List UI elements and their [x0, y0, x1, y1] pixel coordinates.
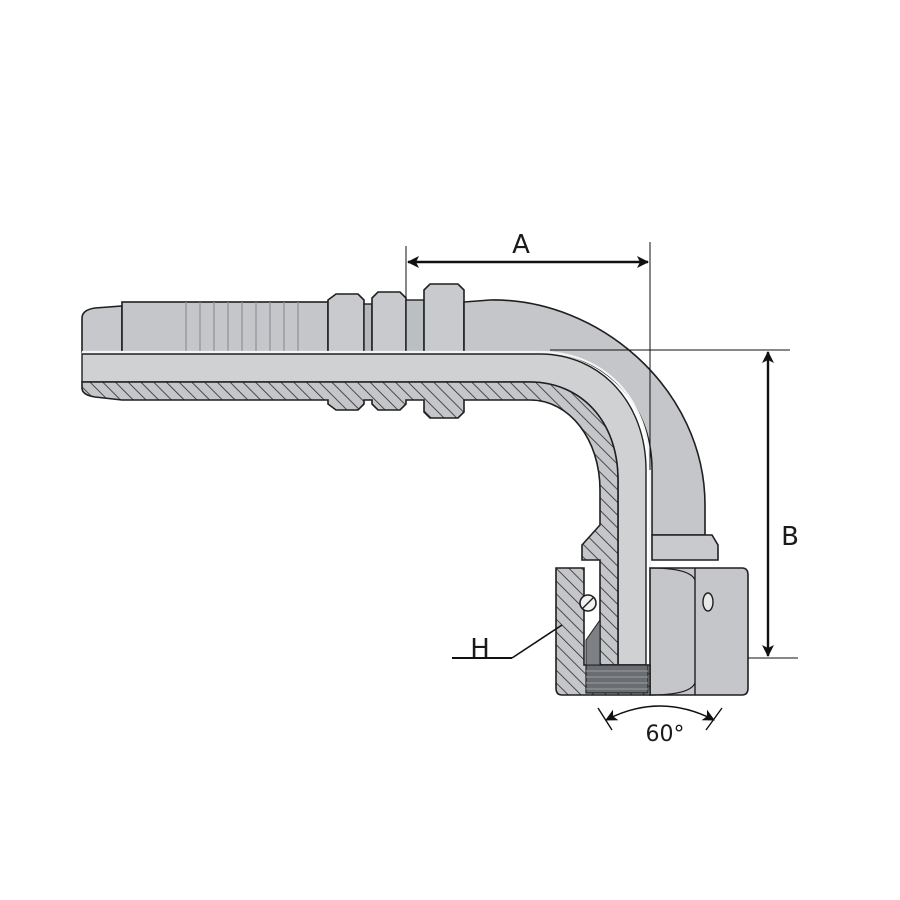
collar-ring-2 — [371, 291, 407, 353]
barbed-shank — [121, 301, 329, 353]
angle-arc — [605, 705, 715, 721]
neck — [405, 299, 425, 353]
angle-label: 60° — [646, 722, 685, 747]
flange — [423, 283, 465, 353]
leader-h: H — [452, 624, 563, 664]
angle-indicator: 60° — [597, 705, 723, 747]
hatched-wall — [81, 381, 619, 666]
nut-thread — [585, 664, 649, 694]
nut-neck — [651, 534, 719, 561]
nose-tip — [81, 305, 123, 353]
collar-ring-1 — [327, 293, 365, 353]
dimension-b-label: B — [781, 522, 799, 552]
cone-seat — [585, 618, 601, 666]
dimension-b: B — [550, 349, 799, 659]
hose-tail-upper — [81, 283, 465, 353]
leader-h-label: H — [470, 634, 490, 664]
bore-boundary — [82, 350, 652, 665]
serrations — [185, 302, 299, 352]
dimension-a: A — [405, 230, 651, 470]
lock-hole — [702, 592, 714, 612]
swivel-nut — [555, 567, 749, 696]
nut-face-right — [649, 567, 749, 696]
dimension-a-label: A — [512, 230, 530, 260]
elbow-outer-surface — [463, 299, 706, 536]
collar-groove — [363, 303, 373, 353]
